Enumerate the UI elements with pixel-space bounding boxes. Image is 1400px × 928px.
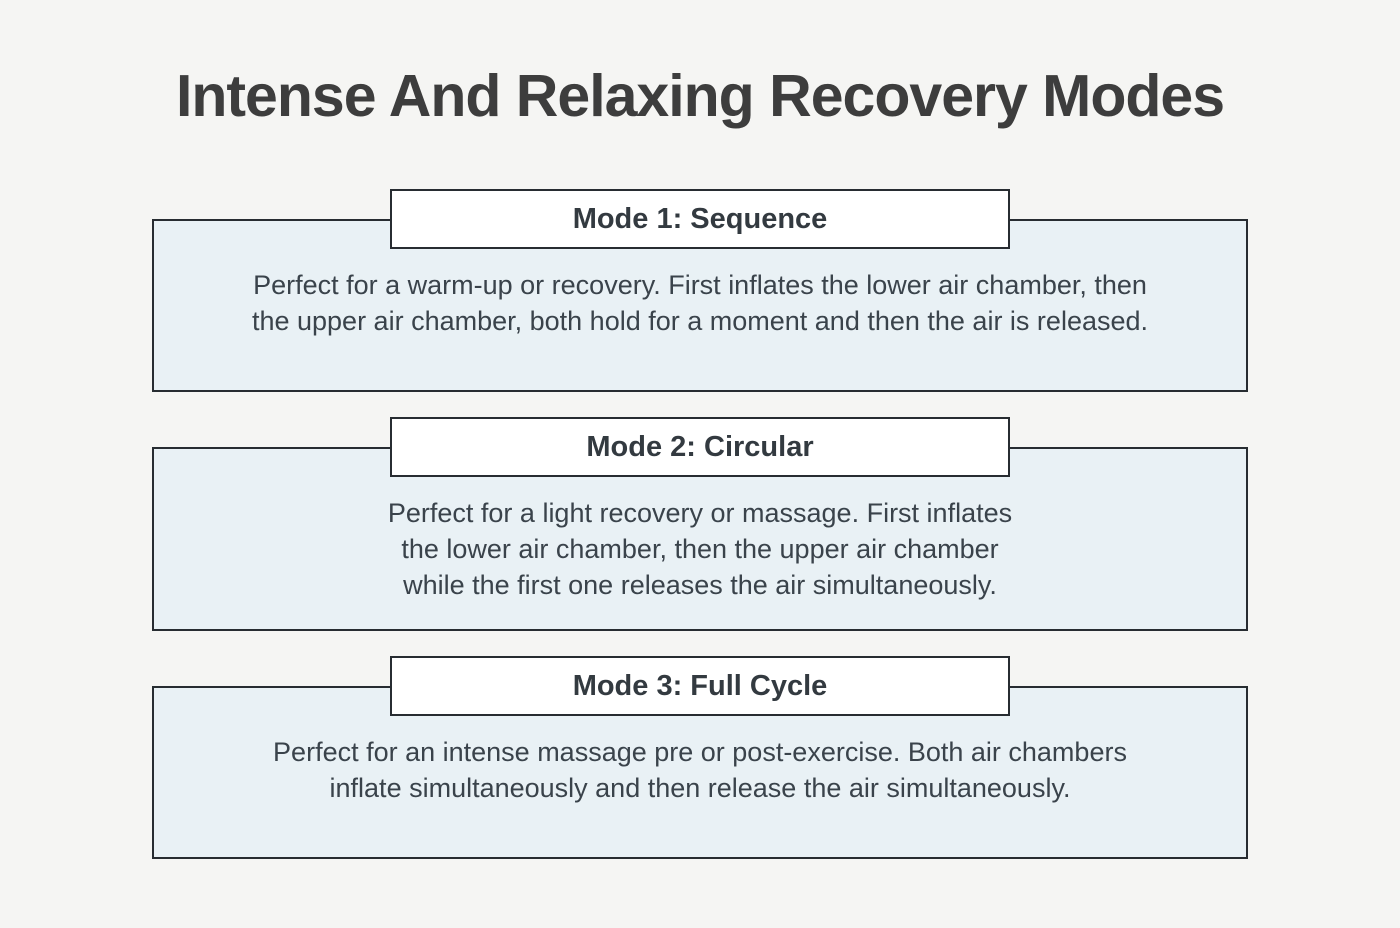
mode-section-3: Mode 3: Full Cycle Perfect for an intens… <box>152 655 1248 859</box>
mode-1-heading: Mode 1: Sequence <box>390 188 1010 249</box>
mode-1-description: Perfect for a warm-up or recovery. First… <box>251 269 1149 336</box>
mode-2-heading: Mode 2: Circular <box>390 416 1010 477</box>
mode-section-1: Mode 1: Sequence Perfect for a warm-up o… <box>152 188 1248 392</box>
mode-3-heading: Mode 3: Full Cycle <box>390 655 1010 716</box>
mode-section-2: Mode 2: Circular Perfect for a light rec… <box>152 416 1248 631</box>
mode-2-description: Perfect for a light recovery or massage.… <box>387 497 1013 600</box>
mode-3-description: Perfect for an intense massage pre or po… <box>273 736 1127 803</box>
modes-list: Mode 1: Sequence Perfect for a warm-up o… <box>0 188 1400 859</box>
page-title: Intense And Relaxing Recovery Modes <box>175 63 1225 129</box>
